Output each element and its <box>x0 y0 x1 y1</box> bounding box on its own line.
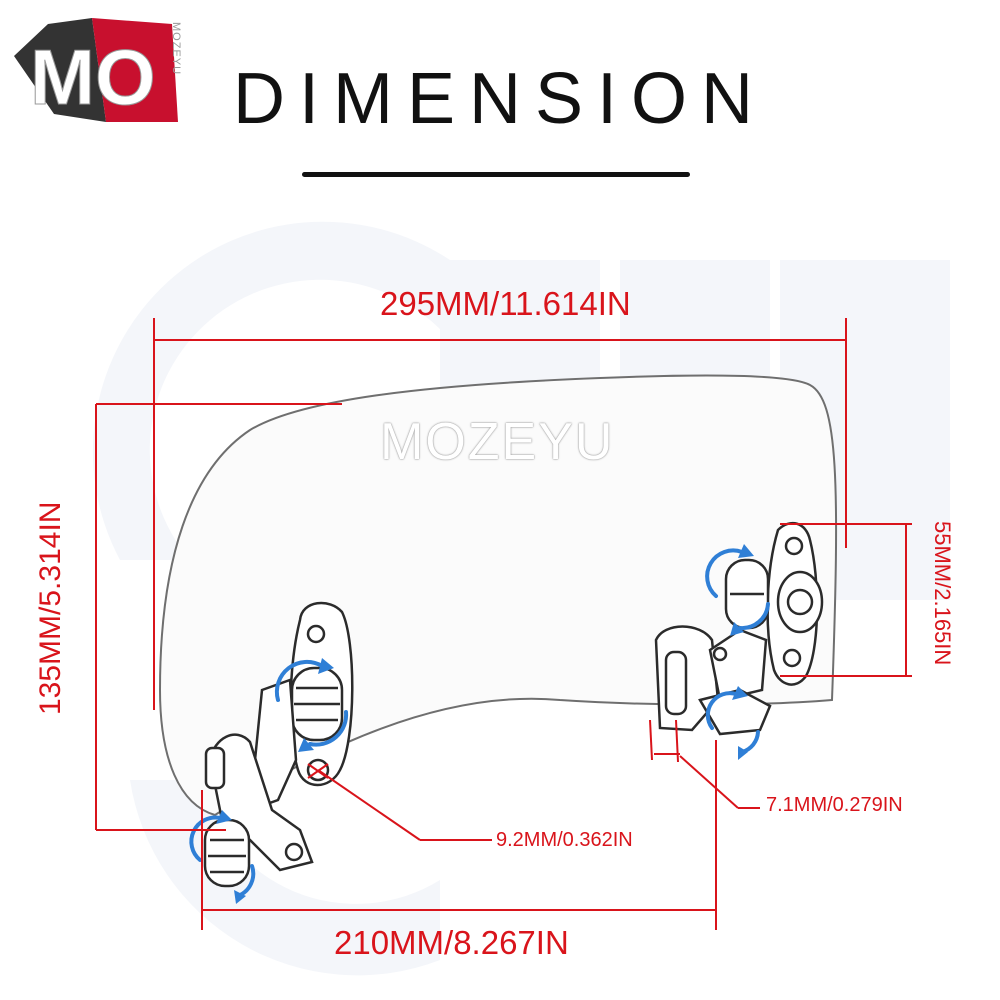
clamp-spacing-label: 210MM/8.267IN <box>334 924 569 961</box>
left-clamp-assembly <box>203 601 354 888</box>
logo-text: MO <box>30 33 156 121</box>
right-bracket-top-hole <box>784 536 804 556</box>
dim-hole-leader <box>317 769 421 841</box>
bracket-height-label: 55MM/2.165IN <box>930 521 955 666</box>
brand-logo: MO <box>14 18 178 122</box>
rotate-arrow-heads <box>216 544 754 904</box>
right-slot <box>664 650 688 716</box>
left-bracket-top-hole <box>306 624 326 644</box>
logo-shape-red <box>92 18 178 122</box>
hole-diameter-label: 9.2MM/0.362IN <box>496 829 633 851</box>
page-title: DIMENSION <box>232 59 768 139</box>
logo-vertical-text: MOZEYU <box>170 22 182 76</box>
dimension-lines <box>95 318 912 930</box>
slot-width-label: 7.1MM/0.279IN <box>766 794 903 816</box>
overall-width-label: 295MM/11.614IN <box>380 285 631 322</box>
watermark-text: MOZEYU <box>380 413 615 471</box>
dim-slot-leader <box>649 719 653 761</box>
right-bracket-bottom-hole <box>782 648 802 668</box>
overall-height-label: 135MM/5.314IN <box>34 501 67 715</box>
title-underline <box>302 172 690 177</box>
logo-shape-dark <box>14 18 106 122</box>
